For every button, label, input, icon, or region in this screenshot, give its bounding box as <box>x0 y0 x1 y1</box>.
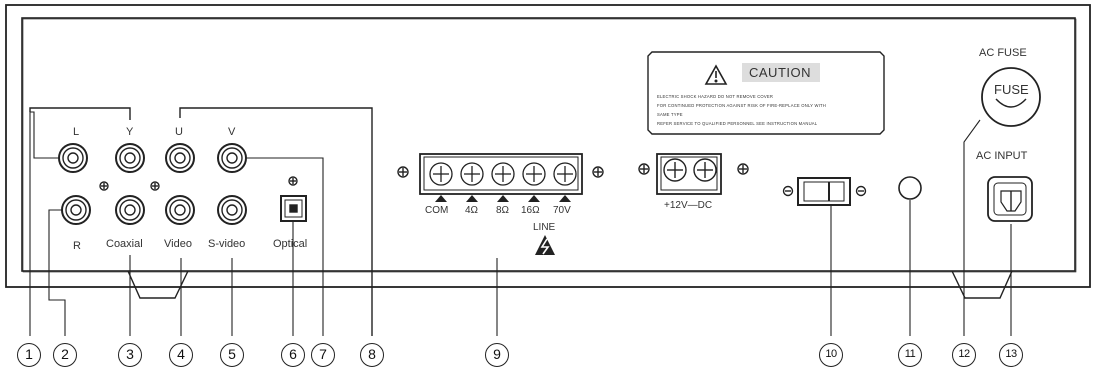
ac-input-label: AC INPUT <box>976 150 1028 162</box>
terminal-mount-screws <box>397 166 604 178</box>
bracket-uv <box>179 107 373 336</box>
speaker-terminal-block <box>419 153 583 195</box>
callout-9: 9 <box>485 343 509 367</box>
power-switch <box>782 177 867 206</box>
jack-v <box>217 143 247 173</box>
callout-11: 11 <box>898 343 922 367</box>
caution-line: SAME TYPE <box>657 112 683 117</box>
bracket-ly <box>29 107 131 120</box>
optical-port <box>280 195 307 222</box>
chassis-outline <box>5 4 1091 288</box>
panel-screw <box>99 181 109 191</box>
jack-label-r: R <box>73 240 81 252</box>
callout-8: 8 <box>360 343 384 367</box>
jack-label-v: V <box>228 126 236 138</box>
callout-1: 1 <box>17 343 41 367</box>
panel-screw <box>288 176 298 186</box>
callout-10: 10 <box>819 343 843 367</box>
terminal-label-70v: 70V <box>553 205 571 216</box>
callout-5: 5 <box>220 343 244 367</box>
fuse-label: FUSE <box>994 82 1029 97</box>
callout-3: 3 <box>118 343 142 367</box>
jack-r <box>61 195 91 225</box>
jack-l <box>58 143 88 173</box>
jack-u <box>165 143 195 173</box>
terminal-label-8ohm: 8Ω <box>496 205 510 216</box>
terminal-label-16ohm: 16Ω <box>521 205 540 216</box>
jack-label-coaxial: Coaxial <box>106 238 143 250</box>
panel-screw <box>150 181 160 191</box>
jack-label-y: Y <box>126 126 134 138</box>
jack-y <box>115 143 145 173</box>
terminal-label-com: COM <box>425 205 449 216</box>
jack-svideo <box>217 195 247 225</box>
callout-7: 7 <box>311 343 335 367</box>
caution-line: ELECTRIC SHOCK HAZARD DO NOT REMOVE COVE… <box>657 94 774 99</box>
line-label: LINE <box>533 222 556 233</box>
leader-lines <box>29 111 1012 336</box>
jack-label-svideo: S-video <box>208 238 246 250</box>
dc-label: +12V—DC <box>664 200 713 211</box>
ac-input-socket <box>987 176 1033 222</box>
callout-12: 12 <box>952 343 976 367</box>
caution-line: REFER SERVICE TO QUALIFIED PERSONNEL SEE… <box>657 121 818 126</box>
jack-label-u: U <box>175 126 183 138</box>
callout-6: 6 <box>281 343 305 367</box>
left-foot <box>127 270 189 299</box>
caution-line: FOR CONTINUED PROTECTION AGAINST RISK OF… <box>657 103 826 108</box>
ground-terminal <box>898 176 922 200</box>
dc-terminal-block <box>638 153 749 195</box>
jack-coaxial <box>115 195 145 225</box>
lightning-warning-icon <box>535 235 555 255</box>
terminal-screws <box>429 162 577 186</box>
right-foot <box>951 270 1013 299</box>
terminal-label-4ohm: 4Ω <box>465 205 479 216</box>
callout-4: 4 <box>169 343 193 367</box>
callout-13: 13 <box>999 343 1023 367</box>
jack-label-video: Video <box>164 238 192 250</box>
ac-fuse-label: AC FUSE <box>979 47 1027 59</box>
jack-label-l: L <box>73 126 80 138</box>
terminal-arrows <box>435 195 571 202</box>
callout-2: 2 <box>53 343 77 367</box>
caution-plate <box>647 51 885 135</box>
fuse-holder <box>981 67 1041 127</box>
jack-label-optical: Optical <box>273 238 308 250</box>
caution-title: CAUTION <box>749 65 811 80</box>
jack-video <box>165 195 195 225</box>
